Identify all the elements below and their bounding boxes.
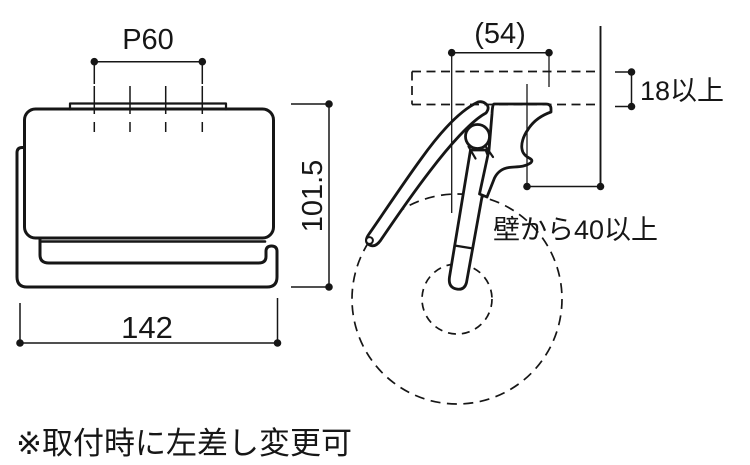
dim-endpoint (325, 283, 333, 291)
front-view: P60 101.5 142 (15, 24, 333, 347)
dim-endpoint (325, 100, 333, 108)
dim-pitch: P60 (90, 24, 207, 84)
hanger-bar-outline (15, 146, 279, 289)
dim-wall-clearance-label: 壁から40以上 (493, 215, 658, 245)
lever-arm (364, 100, 490, 248)
dim-endpoint (596, 182, 605, 191)
footnote-text: ※取付時に左差し変更可 (16, 426, 352, 461)
mounting-board-dashed (411, 70, 600, 106)
dim-endpoint (447, 48, 456, 57)
dim-endpoint (627, 102, 636, 111)
dim-wall-clearance: 壁から40以上 (493, 84, 658, 245)
dim-endpoint (523, 182, 531, 191)
pitch-ticks (93, 86, 204, 132)
wall-bracket-profile (478, 102, 553, 199)
dim-endpoint (198, 57, 207, 66)
dim-endpoint (16, 339, 24, 347)
pivot-ball (464, 123, 491, 150)
side-view: (54) 18以上 壁から40以上 (351, 18, 724, 405)
paper-roll-circle (351, 193, 563, 405)
pivot-link-line (467, 145, 477, 160)
dim-depth-label: (54) (474, 18, 526, 50)
dim-endpoint (545, 48, 553, 57)
roll-core-circle (421, 263, 493, 335)
dim-height: 101.5 (291, 100, 333, 291)
dim-board-thickness: 18以上 (615, 68, 724, 111)
pivot-link-line (483, 144, 495, 159)
dim-endpoint (90, 57, 99, 66)
mounting-lip (68, 102, 228, 111)
roll-shaft (447, 148, 491, 291)
dim-width: 142 (16, 298, 282, 347)
dim-depth: (54) (447, 18, 553, 213)
shaft-joint-line (453, 244, 475, 250)
dim-endpoint (627, 68, 636, 76)
dim-pitch-label: P60 (122, 24, 174, 56)
dim-width-label: 142 (121, 310, 173, 345)
lever-tip (365, 236, 374, 245)
dim-height-label: 101.5 (297, 160, 329, 233)
cover-outline (23, 107, 275, 240)
dim-board-thickness-label: 18以上 (640, 76, 724, 106)
dim-endpoint (273, 339, 282, 347)
